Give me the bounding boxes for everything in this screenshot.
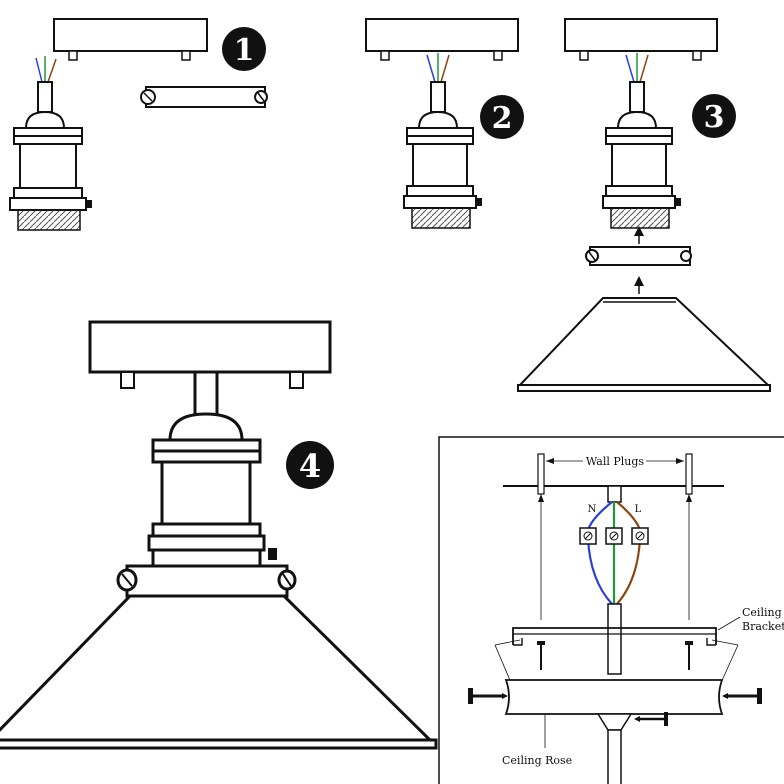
canopy-plate bbox=[564, 18, 718, 52]
ceiling-rose bbox=[504, 679, 724, 715]
shade-ring bbox=[116, 564, 297, 598]
bracket-screw-left bbox=[537, 641, 545, 670]
step-3-badge: 3 bbox=[692, 94, 736, 138]
neutral-label: N bbox=[588, 504, 597, 515]
wires bbox=[35, 56, 57, 83]
rose-screw-right bbox=[722, 688, 762, 704]
live-label: L bbox=[635, 504, 642, 515]
cable-grip-screw bbox=[634, 712, 668, 726]
ceiling-bracket bbox=[512, 627, 717, 646]
lamp-shade bbox=[0, 594, 438, 750]
arrow-up bbox=[634, 276, 644, 294]
step-1: 1 bbox=[9, 18, 268, 231]
step-4-number: 4 bbox=[299, 447, 321, 485]
lamp-shade bbox=[517, 297, 771, 392]
terminal-block bbox=[579, 527, 649, 545]
step-3-number: 3 bbox=[704, 100, 725, 135]
step-1-number: 1 bbox=[234, 33, 255, 68]
wires bbox=[426, 53, 450, 83]
shade-ring bbox=[140, 86, 268, 108]
ceiling-bracket-label-2: Bracket bbox=[742, 620, 784, 633]
lamp-socket bbox=[147, 370, 277, 568]
rose-screw-left bbox=[468, 688, 508, 704]
wall-plug-right bbox=[685, 453, 693, 620]
canopy-plate bbox=[88, 320, 332, 374]
wall-plugs-label: Wall Plugs bbox=[586, 455, 644, 468]
canopy-plate bbox=[365, 18, 519, 52]
step-2: 2 bbox=[365, 18, 524, 229]
step-4-badge: 4 bbox=[286, 441, 334, 489]
lamp-socket bbox=[9, 81, 92, 231]
lamp-socket bbox=[403, 81, 482, 229]
step-2-badge: 2 bbox=[480, 95, 524, 139]
arrow-up bbox=[634, 226, 644, 244]
shade-ring bbox=[585, 246, 692, 266]
bracket-screw-right bbox=[685, 641, 693, 670]
ceiling-rose-label: Ceiling Rose bbox=[502, 754, 572, 767]
ceiling-bracket-label: Ceiling bbox=[742, 606, 782, 619]
wires bbox=[625, 53, 649, 83]
canopy-plate bbox=[53, 18, 208, 52]
wall-plug-left bbox=[537, 453, 545, 620]
step-1-badge: 1 bbox=[222, 27, 266, 71]
wiring-diagram: Wall Plugs N L bbox=[438, 436, 784, 784]
step-3: 3 bbox=[517, 18, 771, 392]
lamp-socket bbox=[602, 81, 681, 229]
step-2-number: 2 bbox=[492, 101, 513, 136]
step-4: 4 bbox=[0, 320, 438, 750]
